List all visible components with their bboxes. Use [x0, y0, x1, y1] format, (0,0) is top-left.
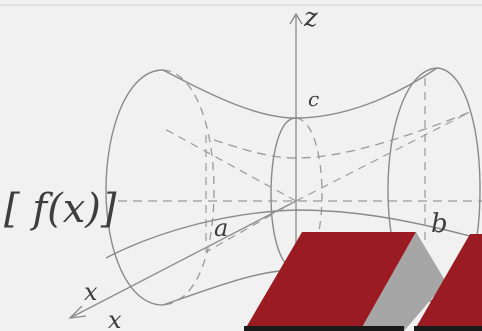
book-dark-edge-right: [414, 326, 482, 331]
top-silhouette-curve: [162, 67, 438, 119]
radius-line-left: [162, 127, 297, 202]
back-profile-dashed: [213, 111, 471, 159]
left-ellipse-back: [162, 69, 215, 306]
left-ellipse-front: [105, 69, 164, 306]
z-axis-label: z: [303, 3, 318, 33]
x-axis: [69, 200, 297, 319]
z-axis-arrow: [289, 12, 303, 25]
book-logo-graphic: [244, 232, 482, 331]
point-label-a: a: [214, 214, 228, 242]
radius-line-a: [205, 200, 297, 253]
book-red-cover-right: [414, 234, 482, 331]
book-red-cover-left: [244, 232, 416, 331]
book-dark-edge-left: [244, 326, 404, 331]
x-axis-label-lower: x: [108, 306, 122, 331]
middle-ellipse-back: [295, 117, 323, 271]
point-label-b: b: [431, 209, 448, 239]
x-axis-label-upper: x: [84, 278, 98, 306]
point-label-c: c: [308, 87, 319, 111]
x-axis-arrow: [68, 305, 87, 319]
radius-line-right: [295, 111, 471, 202]
function-label: [ f(x)]: [4, 186, 117, 232]
book-gray-spine-left: [360, 232, 446, 331]
front-profile-curve: [105, 209, 471, 259]
middle-ellipse-front: [270, 117, 297, 271]
